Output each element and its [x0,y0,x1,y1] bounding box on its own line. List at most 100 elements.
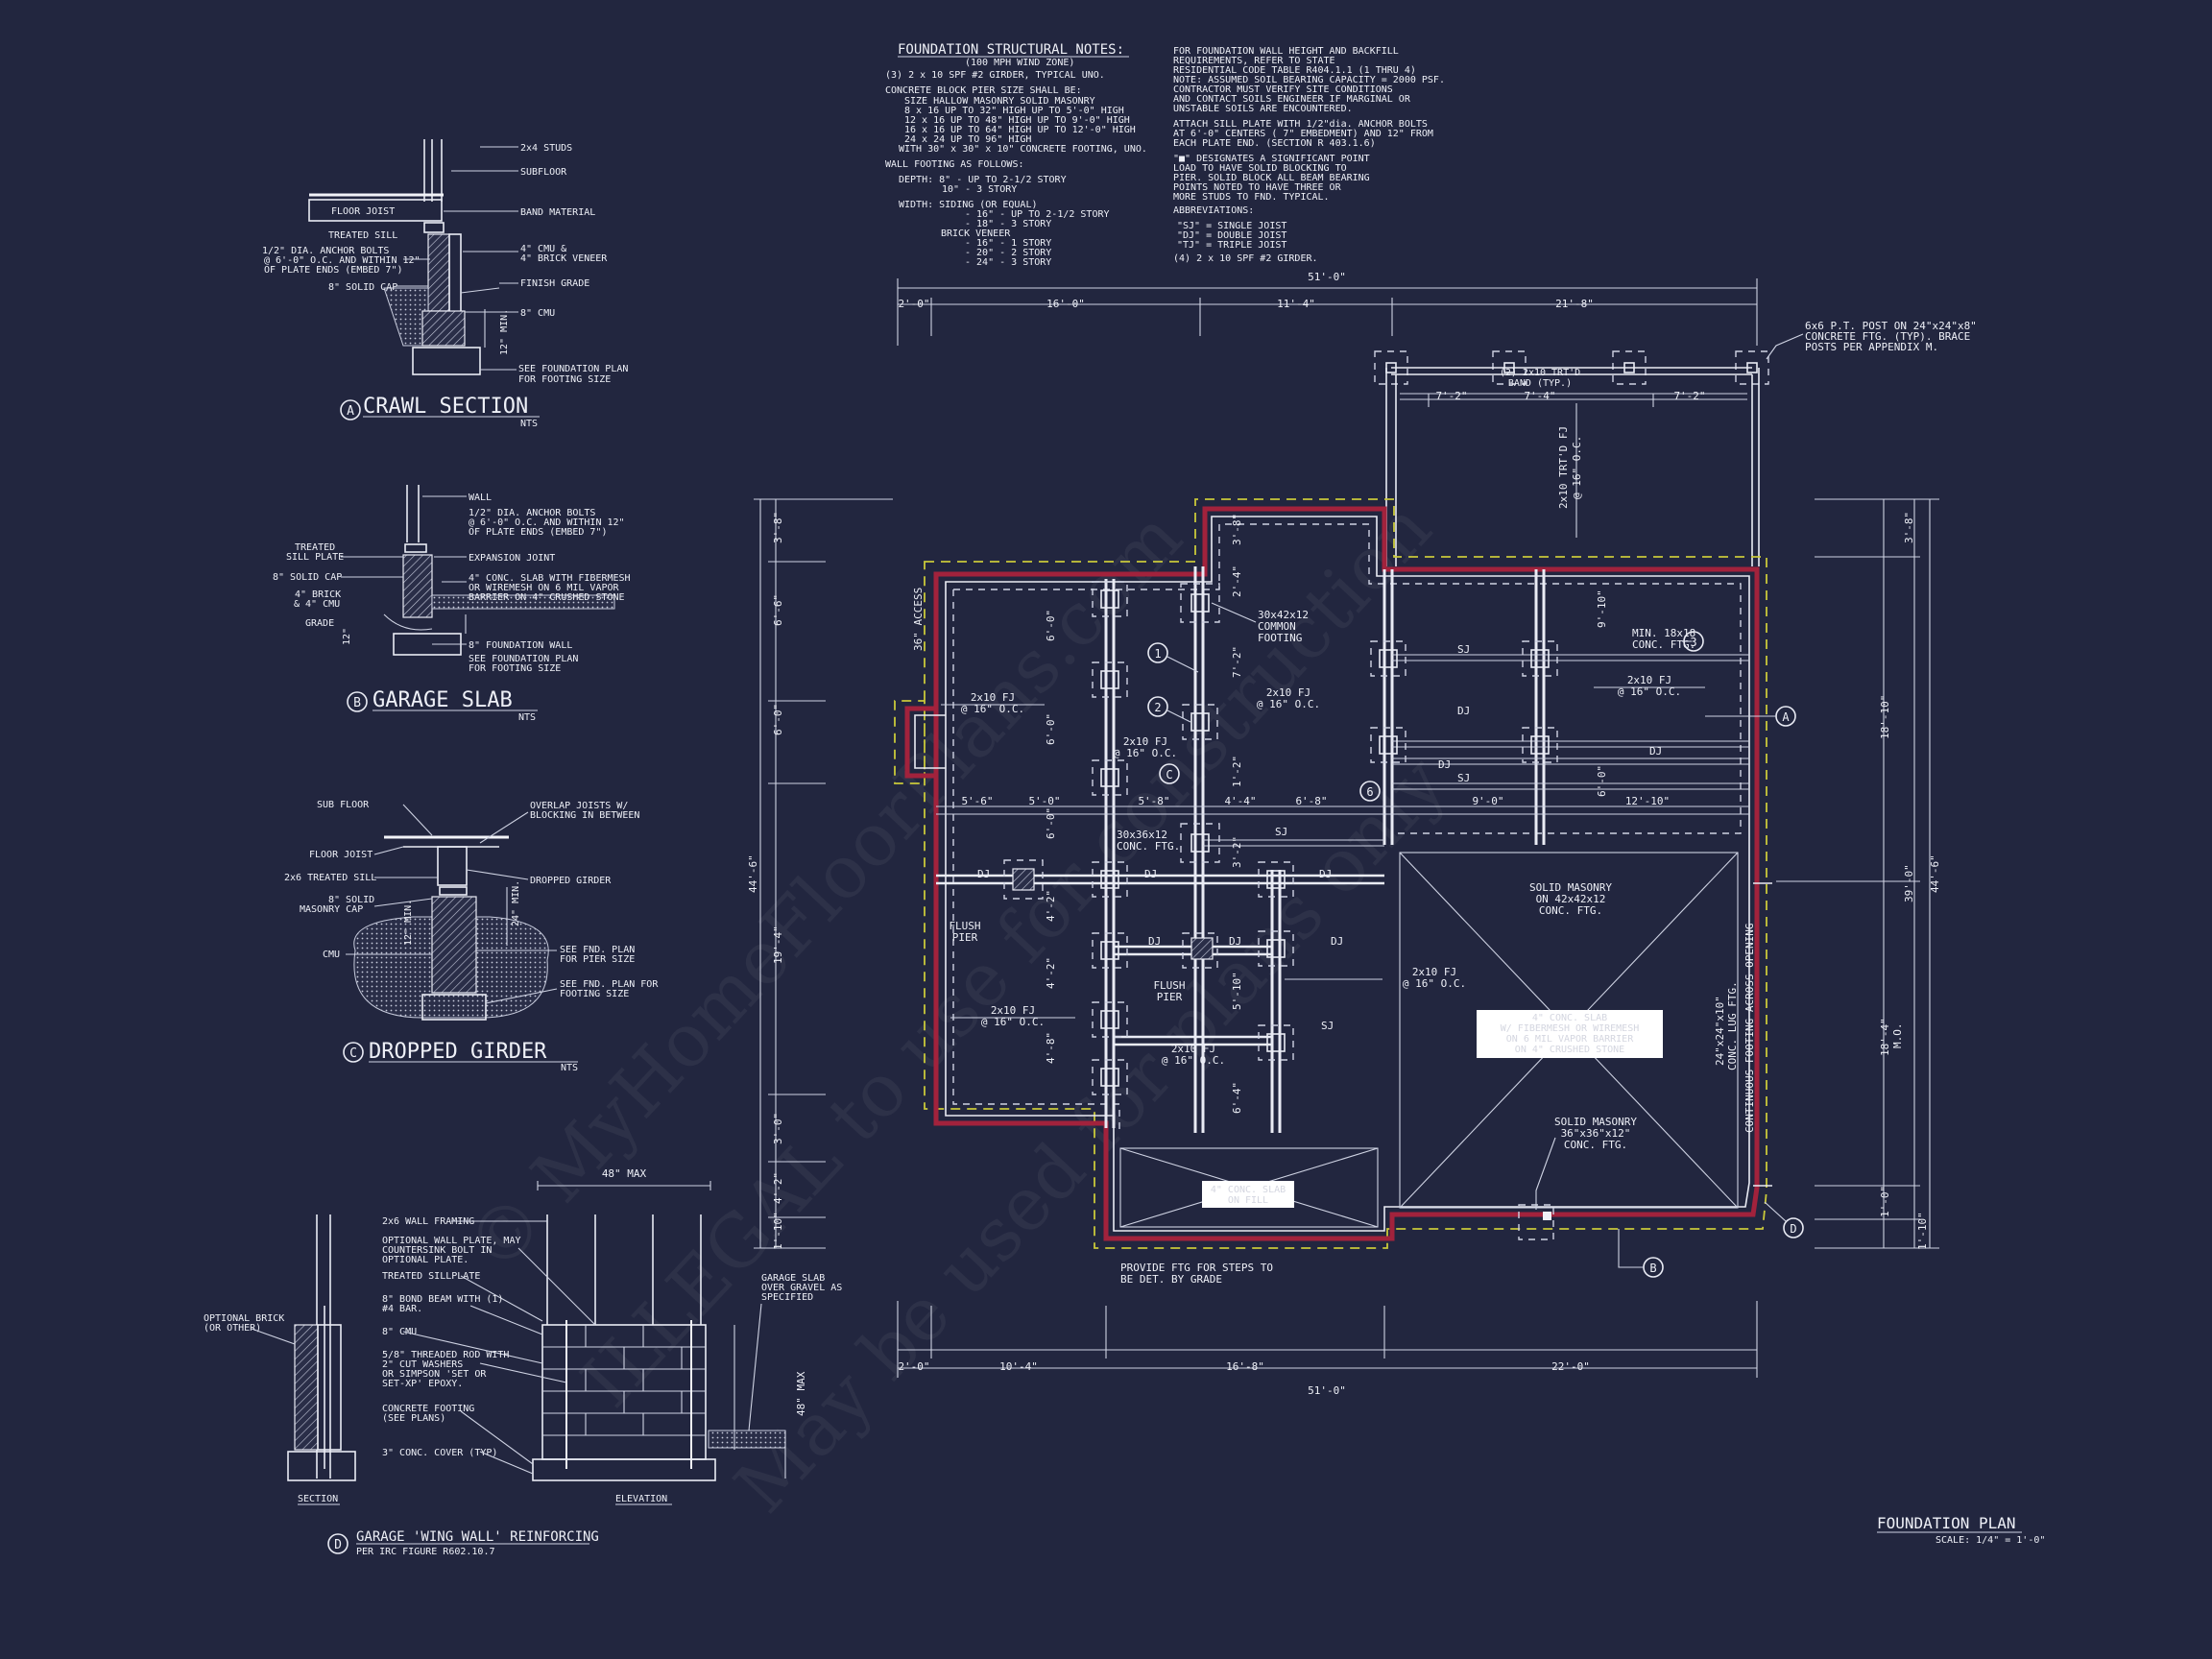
pier-tag-text: 1 [1154,647,1161,661]
dim-interior: 5'-8" [1138,795,1169,807]
slab-note: 4" CONC. SLAB [1532,1013,1607,1023]
plan-title: FOUNDATION PLAN [1877,1514,2016,1532]
dj-label: DJ [1331,935,1343,948]
plan-scale: SCALE: 1/4" = 1'-0" [1936,1535,2045,1546]
wing-label: TREATED SILLPLATE [382,1271,480,1282]
detail-title: DROPPED GIRDER [369,1040,547,1064]
footing-outline [894,498,1767,1249]
note-1: (3) 2 x 10 SPF #2 GIRDER, TYPICAL UNO. [885,70,1105,81]
flush-pier-label: PIER [952,931,978,944]
dim-porch: 7'-2" [1673,390,1705,402]
wing-dimension: 48" MAX [602,1167,647,1180]
detail-nts: NTS [561,1063,578,1073]
conc-footing-label: CONC. FTG. [1117,840,1180,853]
dim-interior: 5'-10" [1231,972,1243,1010]
solid-masonry-note: SOLID MASONRY [1529,881,1612,894]
dim-top: 16'-0" [1046,298,1085,310]
dj-label: DJ [1148,935,1161,948]
continuous-footing-note: CONTINUOUS FOOTING ACROSS OPENING [1743,923,1756,1133]
pier-tag-text: 3 [1690,636,1696,649]
dim-interior: 12'-10" [1625,795,1670,807]
flush-pier-label: PIER [1157,991,1183,1003]
girder-label: 24" MIN. [511,880,521,926]
girder-label: DROPPED GIRDER [530,876,612,886]
girder-label: OVERLAP JOISTS W/ [530,801,628,811]
fj-label: @ 16" O.C. [1403,977,1466,990]
lug-note: CONC. LUG FTG. [1726,981,1739,1070]
dim-interior: 6'-0" [1045,807,1057,839]
dim-left: 3'-8" [772,512,784,543]
sj-label: SJ [1457,772,1470,784]
porch-fj-label: 2x10 TRT'D FJ [1557,426,1570,509]
fj-label: @ 16" O.C. [1257,698,1320,710]
dim-right: 39'-0" [1903,864,1915,902]
pier-table-row: 24 x 24 UP TO 96" HIGH [904,134,1031,145]
note-4: UNSTABLE SOILS ARE ENCOUNTERED. [1173,104,1353,114]
crawl-label: 4" CMU & [520,244,566,254]
dim-interior: 6'-0" [1045,713,1057,745]
garage-label: EXPANSION JOINT [469,553,555,564]
crawl-label: 12" MIN. [499,309,510,355]
dim-bottom: 22'-0" [1551,1360,1590,1373]
girder-label: MASONRY CAP [300,904,363,915]
dim-left: 6'-0" [772,704,784,735]
crawl-label: SUBFLOOR [520,167,567,178]
dj-label: DJ [1649,745,1662,757]
detail-callout-text: B [1649,1262,1656,1275]
min-footing-label: MIN. 18x18 [1632,627,1695,639]
footing-width: BRICK VENEER [941,228,1011,239]
crawl-label: FINISH GRADE [520,278,589,289]
solid-masonry-note: CONC. FTG. [1539,904,1602,917]
notes-subtitle: (100 MPH WIND ZONE) [965,58,1074,68]
flush-pier-label: FLUSH [949,920,980,932]
dim-left: 4'-2" [772,1172,784,1204]
steps-note: BE DET. BY GRADE [1120,1273,1222,1286]
pier-tag-3 [1683,631,1704,652]
detail-nts: NTS [518,712,536,723]
wing-label: 8" CMU [382,1327,417,1337]
porch-band-label: BAND (TYP.) [1508,378,1572,389]
fj-label: 2x10 FJ [1171,1043,1215,1055]
dim-bottom: 10'-4" [999,1360,1038,1373]
dim-interior: 5'-6" [961,795,993,807]
wing-label: 3" CONC. COVER (TYP) [382,1448,497,1458]
stoop-note-box [1202,1181,1294,1208]
pier-table-row: 8 x 16 UP TO 32" HIGH UP TO 5'-0" HIGH [904,106,1124,116]
garage-label: 4" BRICK [295,589,341,600]
wing-label: OPTIONAL BRICK [204,1313,284,1324]
abbrev: "DJ" = DOUBLE JOIST [1177,230,1286,241]
crawl-label: 4" BRICK VENEER [520,253,608,264]
stoop-note: ON FILL [1228,1195,1268,1206]
wing-label: OVER GRAVEL AS [761,1283,842,1293]
dim-right: 3'-8" [1903,512,1915,543]
wing-label: 8" BOND BEAM WITH (1) [382,1294,503,1305]
detail-tag-letter: C [349,1046,357,1061]
post-note: CONCRETE FTG. (TYP). BRACE [1805,330,1970,343]
dim-interior: 3'-2" [1231,836,1243,868]
pier-tag-2 [1147,696,1168,717]
garage-slab: 4" CONC. SLAB W/ FIBERMESH OR WIREMESH O… [1399,852,1772,1240]
garage-label: WALL [469,493,492,503]
note-6: LOAD TO HAVE SOLID BLOCKING TO [1173,163,1347,174]
dim-interior: 4'-4" [1224,795,1256,807]
note-4: RESIDENTIAL CODE TABLE R404.1.1 (1 THRU … [1173,65,1416,76]
plan-labels: 36" ACCESS 30x42x12 COMMON FOOTING 30x36… [912,514,1804,1278]
min-footing-label: CONC. FTG. [1632,638,1695,651]
dim-bottom: 2'-0" [898,1360,929,1373]
dj-label: DJ [1457,705,1470,717]
detail-dropped-girder: SUB FLOOR OVERLAP JOISTS W/ BLOCKING IN … [284,800,659,1073]
porch-fj-label: @ 16" O.C. [1571,436,1583,499]
post-note: 6x6 P.T. POST ON 24"x24"x8" [1805,320,1977,332]
garage-label: OR WIREMESH ON 6 MIL VAPOR [469,583,620,593]
crawl-label: 8" SOLID CAP [328,282,397,293]
crawl-label: 8" CMU [520,308,555,319]
pier-tag-6 [1359,781,1381,802]
foundation-plan: 51'-0" 2'-0" 16'-0" 11'-4" 21'-8" [747,271,2045,1546]
wing-elevation-label: ELEVATION [615,1494,667,1504]
detail-callout-d [1783,1217,1804,1238]
footing-depth: DEPTH: 8" - UP TO 2-1/2 STORY [899,175,1067,185]
note-4: CONTRACTOR MUST VERIFY SITE CONDITIONS [1173,84,1393,95]
common-footing-label: 30x42x12 [1258,609,1309,621]
porch: 7'-2" 7'-4" 7'-2" (2) 2x10 TRT'D BAND (T… [1374,320,1977,566]
wing-label: 2x6 WALL FRAMING [382,1216,474,1227]
